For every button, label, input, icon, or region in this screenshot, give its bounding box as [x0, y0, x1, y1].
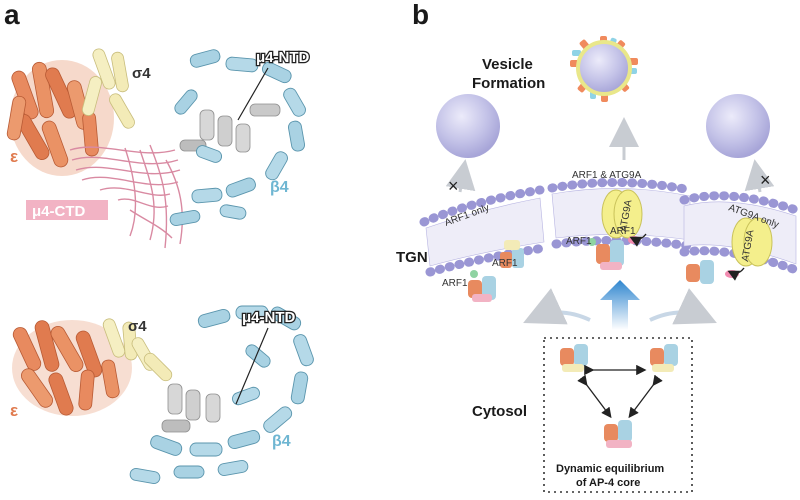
left-blocked-mark: ×: [448, 176, 459, 196]
top-sigma-subunit: [81, 48, 135, 129]
equilibrium-caption-line1: Dynamic equilibrium: [556, 463, 664, 475]
ap4-state-bottom: [604, 420, 632, 448]
bottom-mu4-ntd-subunit: [161, 383, 221, 433]
recruitment-arrow: [600, 280, 640, 330]
arf1-left-label-2: ARF1: [442, 278, 468, 289]
bottom-sigma-label: σ4: [128, 318, 147, 335]
vesicle-formation-line1: Vesicle: [482, 56, 533, 73]
bottom-beta-label: β4: [272, 433, 291, 450]
recruitment-left-arrow: [523, 288, 591, 325]
coated-vesicle: Vesicle Formation: [472, 36, 638, 102]
bottom-ntd-pointer: [235, 327, 269, 405]
bottom-epsilon-subunit: [12, 320, 132, 416]
top-epsilon-label: ε: [10, 147, 18, 166]
arf1-left-label-1: ARF1: [492, 258, 518, 269]
bottom-beta-subunit: [129, 305, 314, 485]
top-sigma-label: σ4: [132, 65, 151, 82]
arf1-middle-label-2: ARF1: [610, 226, 636, 237]
left-vesicle: [436, 94, 500, 158]
top-ctd-label-bg: [26, 200, 108, 220]
ap4-complex-left-1: [500, 240, 524, 268]
atg9a-right: ATG9A: [731, 217, 773, 267]
top-structure: σ4 μ4-NTD ε μ4-CTD β4: [6, 48, 311, 249]
panel-b-letter: b: [412, 0, 429, 30]
equilibrium-box: [543, 337, 693, 493]
panel-a-letter: a: [4, 0, 20, 30]
vesicle-formation-line2: Formation: [472, 75, 545, 92]
top-beta-label: β4: [270, 179, 289, 196]
cytosol-label: Cytosol: [472, 403, 527, 420]
top-ctd-label: μ4-CTD: [32, 203, 86, 220]
atg9a-middle: ATG9A: [601, 189, 643, 239]
right-blocked-mark: ×: [760, 170, 771, 190]
recruitment-right-arrow: [649, 288, 717, 325]
right-vesicle: [706, 94, 770, 158]
bottom-structure: σ4 μ4-NTD ε β4: [10, 305, 314, 485]
top-ntd-label: μ4-NTD: [256, 49, 310, 66]
equilibrium-arrow-left: [577, 374, 612, 419]
middle-binding-arrow: [629, 233, 647, 247]
bottom-epsilon-label: ε: [10, 401, 18, 420]
right-binding-arrow: [727, 267, 745, 281]
equilibrium-caption-line2: of AP-4 core: [576, 477, 640, 489]
tgn-label: TGN: [396, 249, 428, 266]
top-beta-subunit: [169, 49, 306, 227]
bottom-sigma-subunit: [102, 318, 173, 382]
ap4-complex-middle: [588, 236, 640, 270]
equilibrium-arrow-right: [628, 374, 663, 419]
right-budding-arrow: [744, 159, 775, 193]
ap4-state-top-left: [560, 344, 588, 372]
membrane-left: [419, 185, 549, 277]
bottom-ntd-label: μ4-NTD: [242, 309, 296, 326]
condition-middle-label: ARF1 & ATG9A: [572, 170, 642, 181]
left-budding-arrow: [445, 159, 476, 193]
arf1-middle-label-1: ARF1: [566, 236, 592, 247]
ap4-state-top-right: [650, 344, 678, 372]
top-mu4-ctd-subunit: [69, 144, 183, 249]
ap4-complex-left-2: [468, 270, 496, 302]
top-mu4-ntd-subunit: [179, 103, 281, 153]
top-ntd-pointer: [237, 67, 269, 121]
